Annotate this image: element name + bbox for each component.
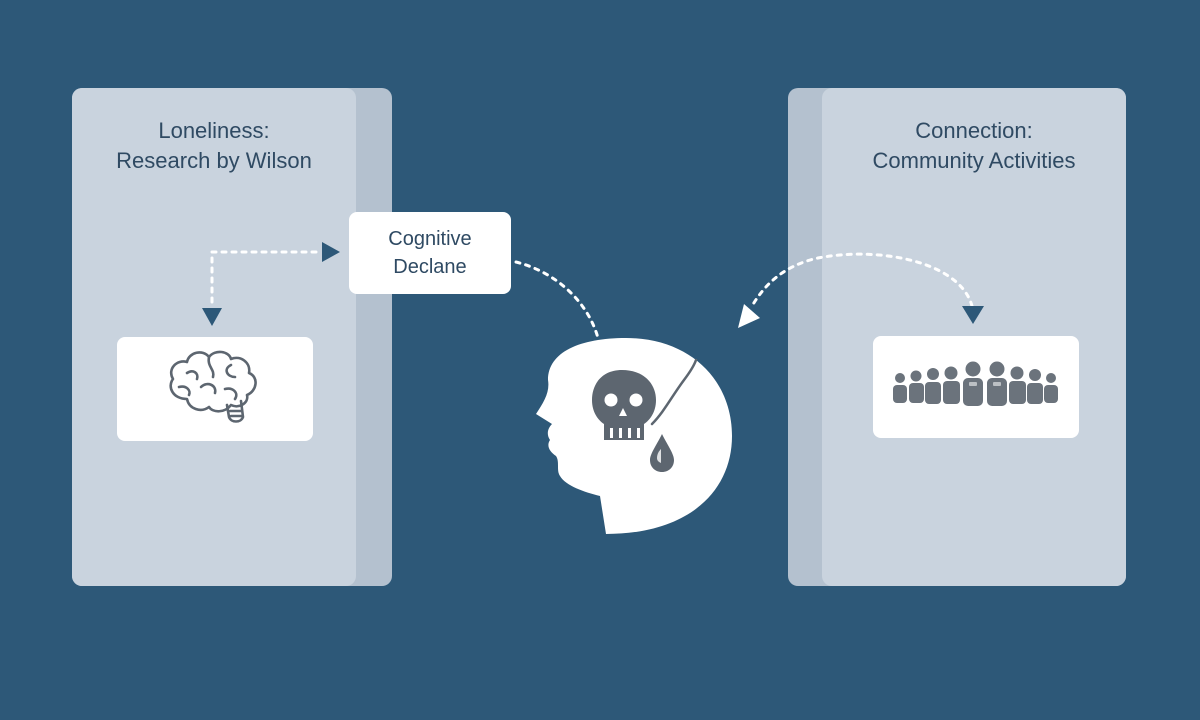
brain-card — [117, 337, 313, 441]
right-title-line1: Connection: — [915, 118, 1033, 143]
arrowhead-to-brain-card — [202, 308, 222, 326]
left-title-line1: Loneliness: — [158, 118, 270, 143]
connector-left-to-brain — [210, 250, 324, 304]
left-panel-title: Loneliness: Research by Wilson — [72, 116, 356, 176]
left-title-line2: Research by Wilson — [116, 148, 312, 173]
connector-community-to-head — [750, 252, 974, 308]
brain-icon — [169, 350, 257, 423]
right-panel-title: Connection: Community Activities — [822, 116, 1126, 176]
community-card — [873, 336, 1079, 438]
arrowhead-to-head — [738, 304, 760, 328]
center-box-line2: Declane — [393, 256, 467, 278]
arrowhead-to-community-card — [962, 306, 984, 324]
center-box-line1: Cognitive — [388, 228, 472, 250]
connector-cognitive-to-head — [514, 260, 600, 340]
group-of-people-icon — [893, 361, 1058, 406]
head-with-skull-and-drop-icon — [536, 338, 732, 534]
cognitive-decline-box: Cognitive Declane — [349, 212, 511, 294]
right-title-line2: Community Activities — [872, 148, 1076, 173]
arrowhead-to-cognitive-box — [322, 242, 340, 262]
